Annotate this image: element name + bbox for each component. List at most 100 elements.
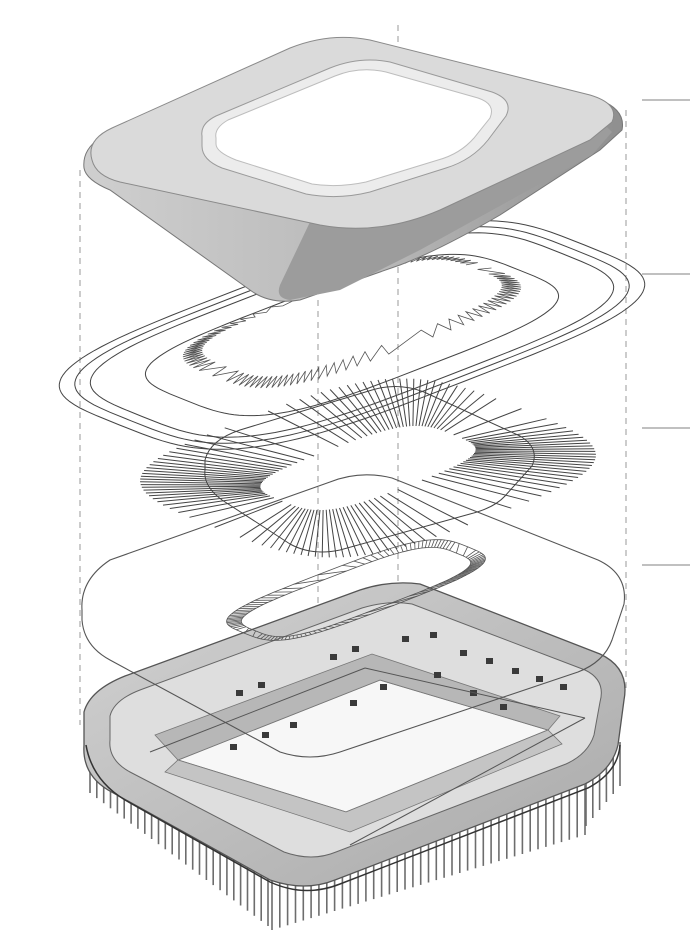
radial-spoke [380, 495, 437, 538]
opening-window [258, 682, 265, 688]
radial-spoke [350, 505, 382, 553]
radial-spoke [338, 386, 378, 434]
bowl-base-edge [85, 744, 621, 892]
radial-spoke [453, 466, 567, 485]
radial-spoke [157, 491, 264, 503]
radial-spoke [438, 472, 542, 497]
radial-spoke [148, 489, 262, 497]
radial-spoke [251, 505, 296, 543]
radial-spoke [440, 393, 485, 431]
opening-window [512, 668, 519, 674]
radial-spoke [189, 497, 275, 518]
radial-spoke [475, 448, 595, 451]
radial-spokes [140, 378, 596, 558]
radial-spoke [285, 508, 309, 553]
radial-spoke [475, 442, 591, 448]
opening-window [402, 636, 409, 642]
radial-spoke [149, 464, 271, 477]
radial-spoke [328, 509, 337, 558]
radial-spoke [142, 472, 265, 481]
radial-spoke [421, 380, 436, 427]
radial-spoke [314, 509, 321, 557]
radial-spoke [358, 502, 398, 550]
radial-spoke [453, 408, 522, 436]
layer-leader-lines [642, 99, 690, 566]
radial-spoke [140, 481, 262, 485]
opening-window [350, 700, 357, 706]
seating-band [149, 667, 586, 846]
ring-diagonals [226, 539, 486, 641]
opening-window [486, 658, 493, 664]
radial-spoke [300, 509, 315, 556]
edge-outline [81, 474, 626, 758]
radial-spoke [267, 410, 339, 448]
radial-spoke [178, 495, 271, 513]
opening-window [500, 704, 507, 710]
radial-spoke [145, 488, 261, 494]
stand-lower-tier [164, 729, 563, 833]
radial-spoke [270, 507, 303, 549]
radial-spoke [387, 492, 450, 533]
radial-spoke [463, 461, 583, 475]
opening-window [236, 690, 243, 696]
radial-spoke [418, 379, 429, 427]
radial-spoke [143, 486, 261, 491]
radial-spoke [141, 485, 261, 488]
opening-window [560, 684, 567, 690]
radial-spoke [474, 439, 588, 447]
radial-spoke [427, 383, 451, 428]
radial-spoke [346, 384, 382, 432]
radial-spoke [153, 461, 273, 475]
radial-spoke [472, 433, 579, 445]
radial-spoke [473, 436, 584, 446]
radial-spoke [152, 490, 263, 500]
radial-spoke [321, 509, 324, 558]
opening-window [262, 732, 269, 738]
radial-spoke [362, 381, 390, 430]
radial-spoke [146, 467, 268, 478]
radial-spoke [162, 492, 266, 506]
radial-spoke [449, 468, 560, 489]
radial-spoke [469, 457, 592, 466]
radial-spoke [214, 500, 283, 528]
radial-spoke [140, 475, 264, 482]
radial-spoke [169, 451, 283, 470]
radial-spoke [261, 506, 300, 546]
radial-spoke [465, 459, 587, 472]
radial-spoke [415, 379, 422, 427]
radial-spoke [335, 508, 352, 557]
radial-spoke [307, 509, 318, 557]
radial-spoke [468, 458, 590, 469]
layer-compression-ring [81, 474, 626, 758]
radial-spoke [325, 509, 330, 558]
radial-spoke [194, 439, 298, 464]
radial-spoke [163, 454, 279, 472]
radial-spoke [293, 509, 312, 554]
radial-spoke [184, 443, 292, 466]
radial-spoke [286, 403, 349, 444]
radial-spoke [239, 504, 292, 538]
radial-spoke [339, 507, 359, 557]
layer-roof-cladding [83, 36, 624, 302]
opening-window [352, 646, 359, 652]
radial-spoke [140, 478, 263, 483]
radial-spoke [368, 499, 416, 545]
radial-spoke [436, 390, 475, 430]
radial-spoke [224, 427, 315, 457]
opening-window [434, 672, 441, 678]
radial-spoke [431, 475, 530, 502]
radial-spoke [433, 387, 466, 429]
opening-window [536, 676, 543, 682]
opening-window [430, 632, 437, 638]
radial-spoke [373, 497, 426, 541]
radial-spoke [444, 470, 552, 493]
radial-spoke [444, 398, 497, 432]
truss-inner-ring [204, 386, 535, 553]
layer-radial-trusses [140, 378, 596, 558]
radial-spoke [424, 382, 443, 427]
radial-spoke [475, 445, 593, 450]
radial-spoke [412, 378, 415, 427]
radial-spoke [278, 508, 306, 551]
radial-spoke [471, 455, 594, 464]
